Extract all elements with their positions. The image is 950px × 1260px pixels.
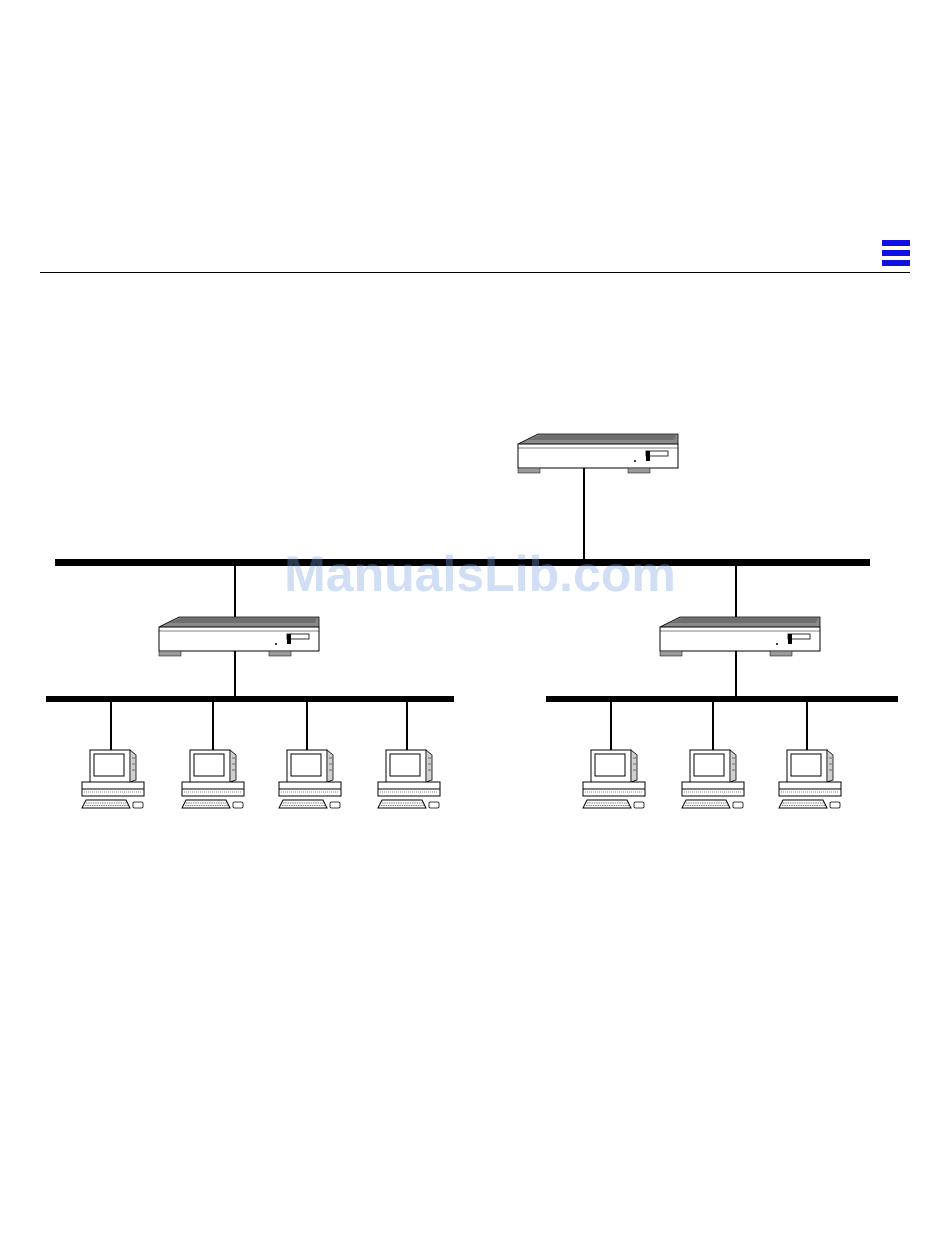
right-subnet-bar [546, 696, 898, 702]
left-subnet-bar [46, 696, 454, 702]
workstation-icon [378, 750, 440, 808]
workstation-icon [279, 750, 341, 808]
workstation-icon [779, 750, 841, 808]
workstation-icon [82, 750, 144, 808]
workstation-icon [682, 750, 744, 808]
top-server-icon [518, 434, 678, 473]
right-server-icon [660, 617, 820, 656]
backbone-network-bar [55, 559, 870, 566]
workstation-icon [182, 750, 244, 808]
workstation-icon [583, 750, 645, 808]
left-server-icon [159, 617, 319, 656]
